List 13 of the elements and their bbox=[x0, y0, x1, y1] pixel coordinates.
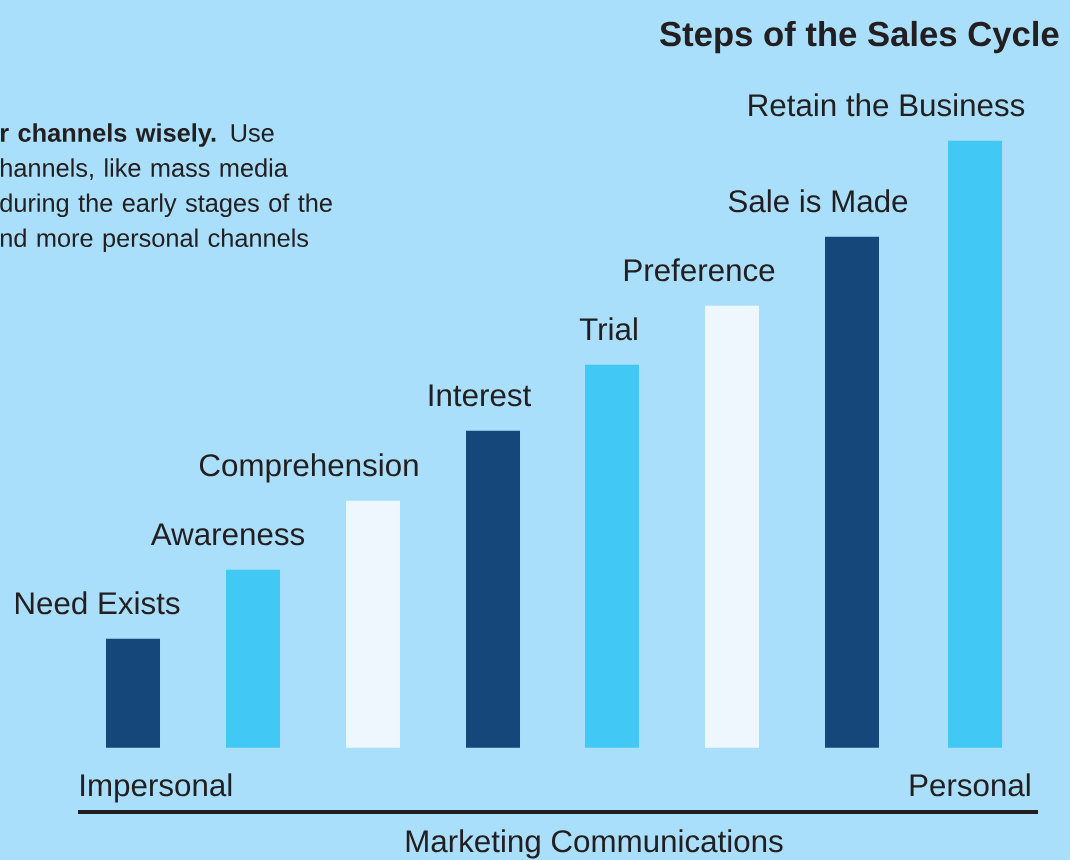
bar-label: Retain the Business bbox=[749, 93, 1025, 117]
bar-label: Interest bbox=[429, 384, 531, 407]
bar-label: Trial bbox=[579, 317, 637, 341]
axis-end-label: Impersonal bbox=[81, 773, 232, 803]
bar-label: Sale is Made bbox=[728, 189, 908, 213]
bar-label: Need Exists bbox=[16, 591, 180, 615]
intro-paragraph: r channels wisely. Use hannels, like mass media during the early stages of the nd more personal channels bbox=[0, 123, 332, 253]
bar-label: Comprehension bbox=[200, 453, 418, 483]
axis-end-label: Personal bbox=[910, 773, 1030, 797]
bar-label: Preference bbox=[624, 258, 775, 282]
title: Steps of the Sales Cycle bbox=[660, 20, 1059, 54]
axis-title: Marketing Communications bbox=[406, 829, 783, 859]
bar-label: Awareness bbox=[150, 523, 305, 546]
